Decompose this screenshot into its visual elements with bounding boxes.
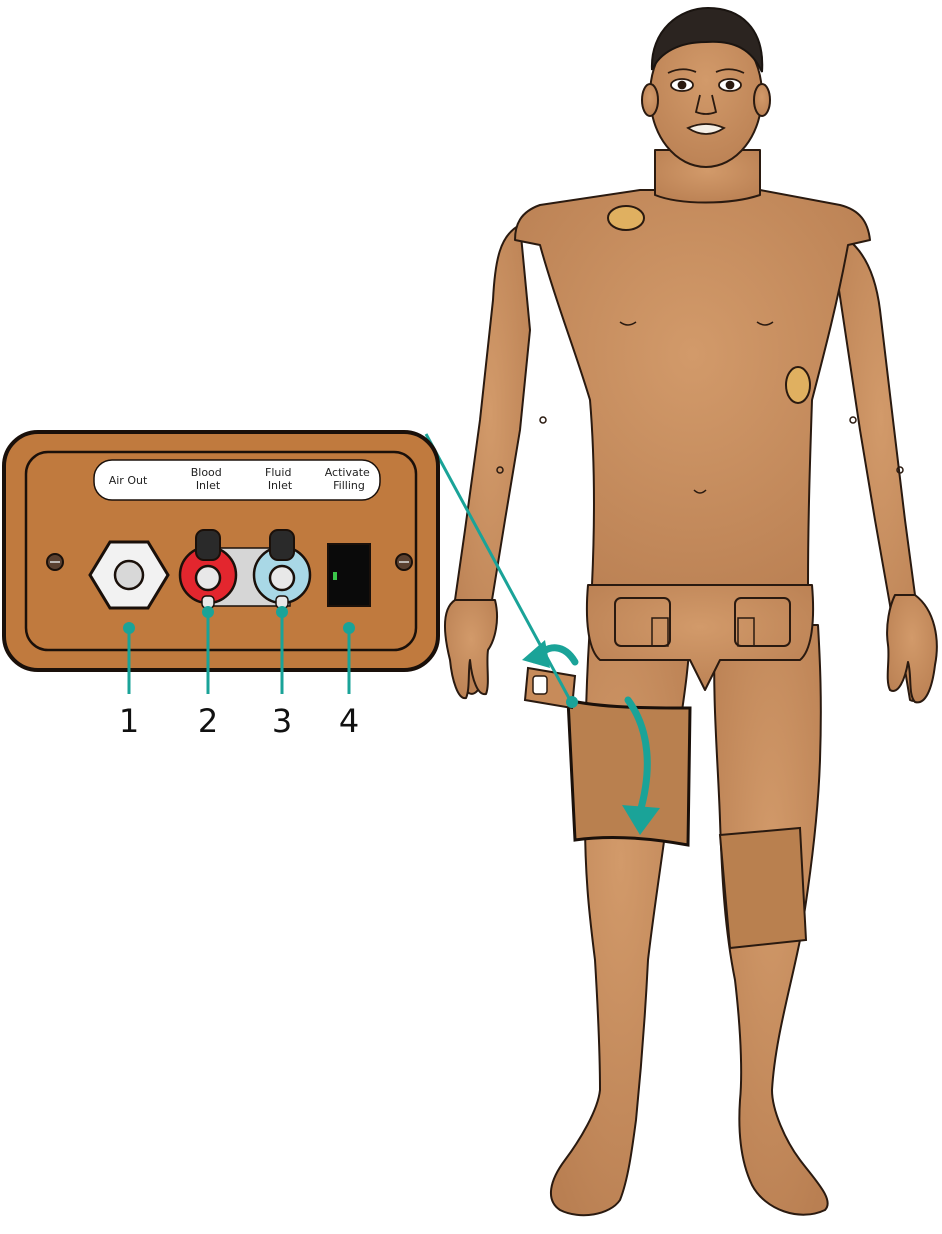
- activate-filling-switch-icon: [328, 544, 370, 606]
- screw-icon: [396, 554, 412, 570]
- callout-number-2: 2: [198, 702, 218, 740]
- knee-pad: [720, 828, 806, 948]
- manikin: [445, 23, 937, 1215]
- right-ear: [754, 84, 770, 116]
- screw-icon: [47, 554, 63, 570]
- left-ear: [642, 84, 658, 116]
- callout-number-3: 3: [272, 702, 292, 740]
- chest-pad: [786, 367, 810, 403]
- thigh-strap: [568, 700, 690, 845]
- connector-panel: Air Out Blood Inlet Fluid Inlet Activate…: [4, 432, 438, 670]
- leader-dot: [566, 696, 578, 708]
- right-hand: [887, 595, 937, 702]
- label-blood-inlet: Blood Inlet: [191, 466, 226, 492]
- label-fluid-inlet: Fluid Inlet: [265, 466, 295, 492]
- torso: [515, 190, 870, 600]
- label-air-out: Air Out: [109, 474, 148, 487]
- callout-number-4: 4: [339, 702, 359, 740]
- shoulder-pad: [608, 206, 644, 230]
- callout-number-1: 1: [119, 702, 139, 740]
